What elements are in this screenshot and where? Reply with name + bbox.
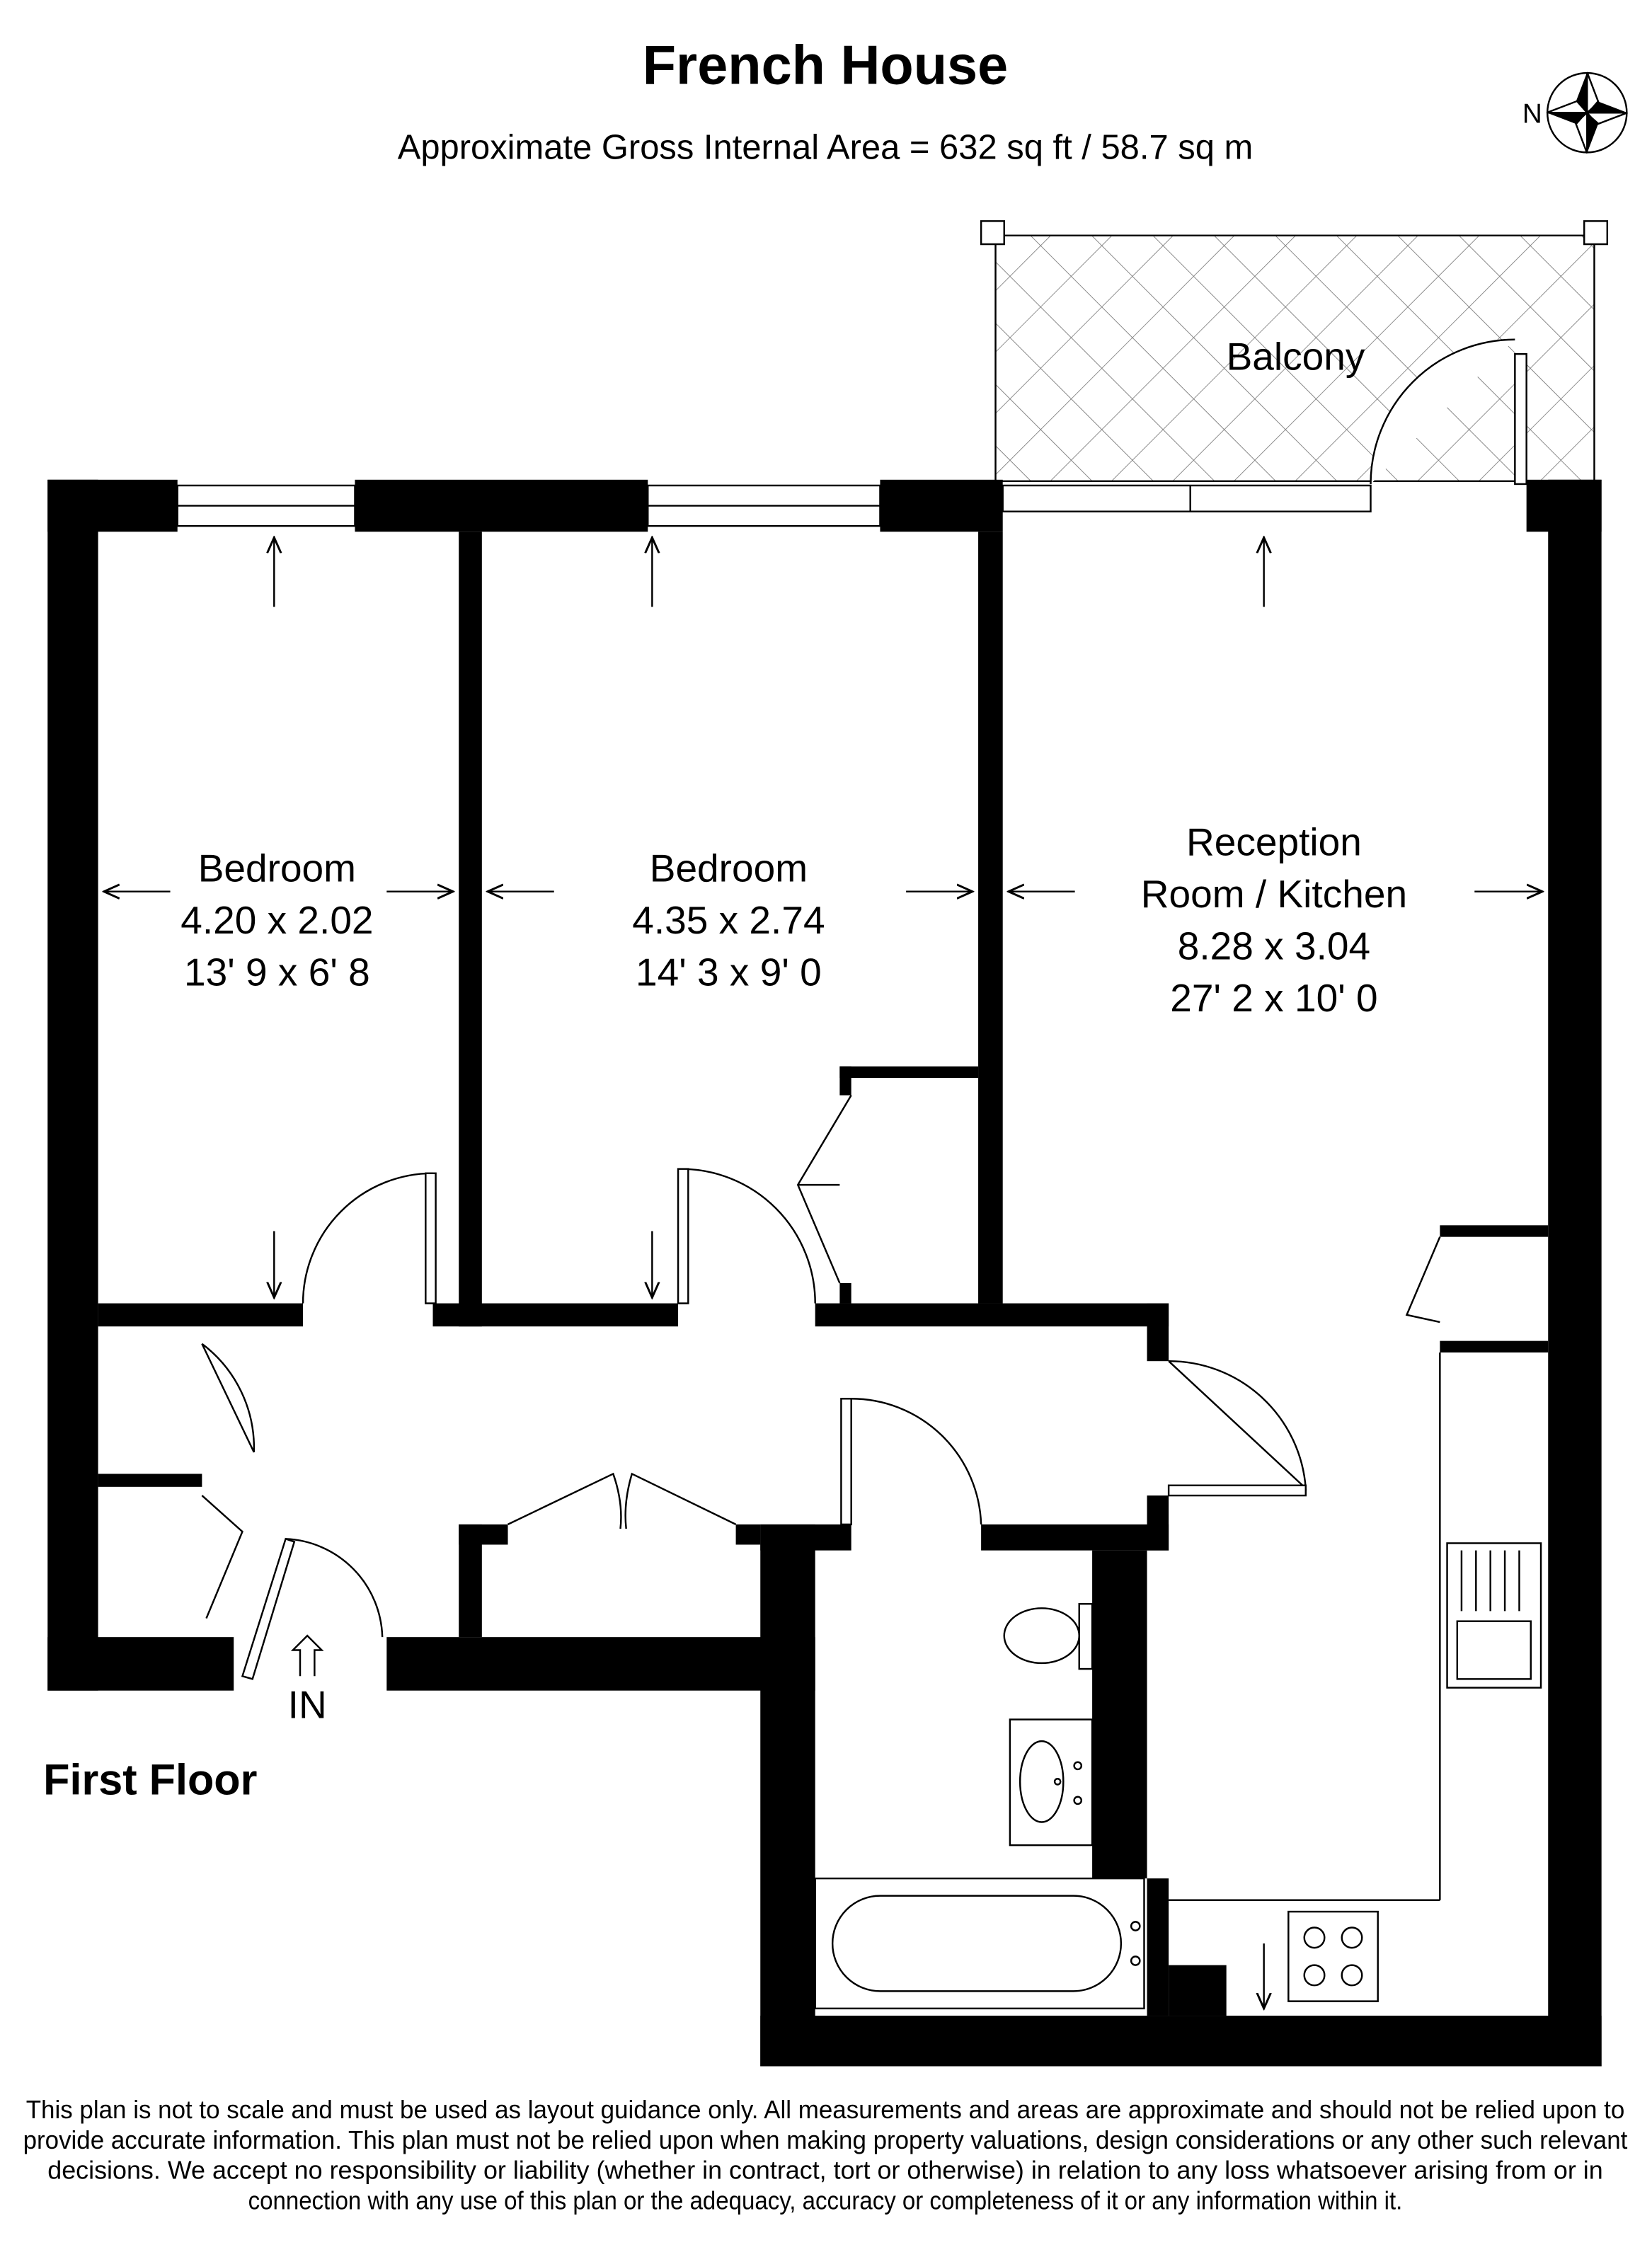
room-metric: 4.20 x 2.02 (180, 898, 373, 942)
dimension-arrows (104, 537, 1542, 2008)
room-imperial: 27' 2 x 10' 0 (1170, 976, 1377, 1020)
basin-icon (1009, 1718, 1094, 1847)
windows (176, 484, 1372, 527)
room-name-line2: Room / Kitchen (1141, 872, 1407, 916)
floor-label: First Floor (43, 1756, 257, 1804)
toilet-icon (1003, 1602, 1094, 1670)
entrance-marker: IN (288, 1634, 327, 1726)
balcony-label: Balcony (1227, 335, 1365, 379)
room-bedroom-1: Bedroom 4.20 x 2.02 13' 9 x 6' 8 (180, 846, 373, 994)
hob-icon (1287, 1910, 1379, 2002)
room-metric: 8.28 x 3.04 (1178, 924, 1370, 968)
room-name-line1: Reception (1186, 820, 1362, 864)
walls (47, 479, 1602, 2067)
room-reception-kitchen: Reception Room / Kitchen 8.28 x 3.04 27'… (1141, 820, 1407, 1021)
entrance-arrow-icon (290, 1634, 324, 1677)
doors (201, 1094, 1441, 1680)
sink-icon (1446, 1542, 1542, 1689)
disclaimer-line: provide accurate information. This plan … (23, 2126, 1628, 2154)
disclaimer-line: connection with any use of this plan or … (248, 2187, 1403, 2215)
room-name: Bedroom (198, 846, 356, 890)
room-name: Bedroom (650, 846, 808, 890)
disclaimer: This plan is not to scale and must be us… (23, 2096, 1628, 2215)
balcony-door-swing (1370, 338, 1515, 484)
compass-rose-icon: N (1522, 71, 1628, 154)
plan-title: French House (643, 35, 1008, 96)
room-imperial: 14' 3 x 9' 0 (636, 950, 822, 994)
fixtures (814, 1352, 1542, 2010)
room-metric: 4.35 x 2.74 (632, 898, 825, 942)
balcony: Balcony (980, 220, 1609, 486)
entrance-label: IN (288, 1682, 327, 1726)
room-imperial: 13' 9 x 6' 8 (184, 950, 370, 994)
gross-area-subtitle: Approximate Gross Internal Area = 632 sq… (398, 129, 1254, 167)
disclaimer-line: This plan is not to scale and must be us… (26, 2096, 1625, 2124)
bath-icon (814, 1877, 1145, 2010)
north-label: N (1522, 99, 1542, 130)
disclaimer-line: decisions. We accept no responsibility o… (47, 2157, 1602, 2185)
room-bedroom-2: Bedroom 4.35 x 2.74 14' 3 x 9' 0 (632, 846, 825, 994)
